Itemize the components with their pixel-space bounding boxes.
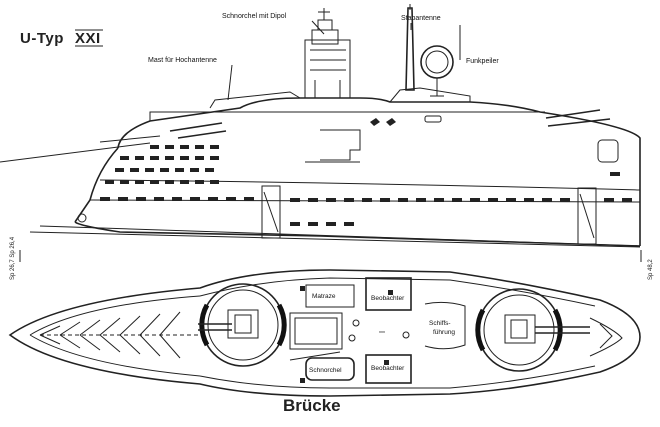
label-funkpeiler: Funkpeiler xyxy=(466,58,499,65)
beobachter-bottom-box xyxy=(365,354,412,384)
beobachter-top-box xyxy=(365,277,412,311)
label-beobachter-top: Beobachter xyxy=(371,295,405,302)
aft-gun-ring xyxy=(475,288,590,372)
title-prefix: U-Typ xyxy=(20,30,64,47)
port-hatch-left xyxy=(261,185,281,239)
schiffsfuehrung-area xyxy=(424,301,466,350)
deck-panels xyxy=(289,277,466,384)
label-schiffsfuehrung-2: führung xyxy=(433,329,455,336)
label-schnorchel-top: Schnorchel xyxy=(309,367,342,374)
hull-deck-line xyxy=(74,221,641,247)
matraze-box xyxy=(305,284,355,308)
waterline xyxy=(39,225,641,247)
funkpeiler-loop xyxy=(420,45,454,97)
label-matraze: Matraze xyxy=(312,293,336,300)
label-schiffsfuehrung-1: Schiffs- xyxy=(429,320,451,327)
fore-gun-ring xyxy=(198,283,287,367)
tower-front xyxy=(74,147,119,223)
stern-ribs xyxy=(589,317,623,357)
drain-slots xyxy=(105,145,219,184)
top-view: Matraze Beobachter Schiffs- führung Schn… xyxy=(8,269,641,397)
stab-antenna xyxy=(405,7,415,91)
bridge-outline xyxy=(8,269,641,397)
schnorchel-box xyxy=(305,357,355,381)
label-schnorchel-dipol: Schnorchel mit Dipol xyxy=(222,13,287,20)
title-group: U-Typ XXI xyxy=(20,29,103,47)
title-type-numeral: XXI xyxy=(75,30,101,47)
label-small-mark: xxx xyxy=(379,329,385,334)
frame-mark-left: Sp 26,7 Sp 26,4 xyxy=(10,236,16,280)
label-mast-hochantenne: Mast für Hochantenne xyxy=(148,57,217,64)
drain-slots-long xyxy=(100,172,632,226)
side-view xyxy=(0,4,641,248)
frame-marks: Sp 26,7 Sp 26,4 Sp 48,2 xyxy=(10,236,654,280)
label-beobachter-bottom: Beobachter xyxy=(371,365,405,372)
schnorchel-mast xyxy=(304,8,351,99)
tower-outline xyxy=(117,97,641,246)
port-hatch-right xyxy=(577,187,597,245)
caption-bruecke: Brücke xyxy=(283,396,341,415)
frame-mark-right: Sp 48,2 xyxy=(648,259,654,280)
label-stabantenne: Stabantenne xyxy=(401,15,441,22)
leader-lines xyxy=(227,20,461,101)
bow-chevrons xyxy=(39,311,200,359)
